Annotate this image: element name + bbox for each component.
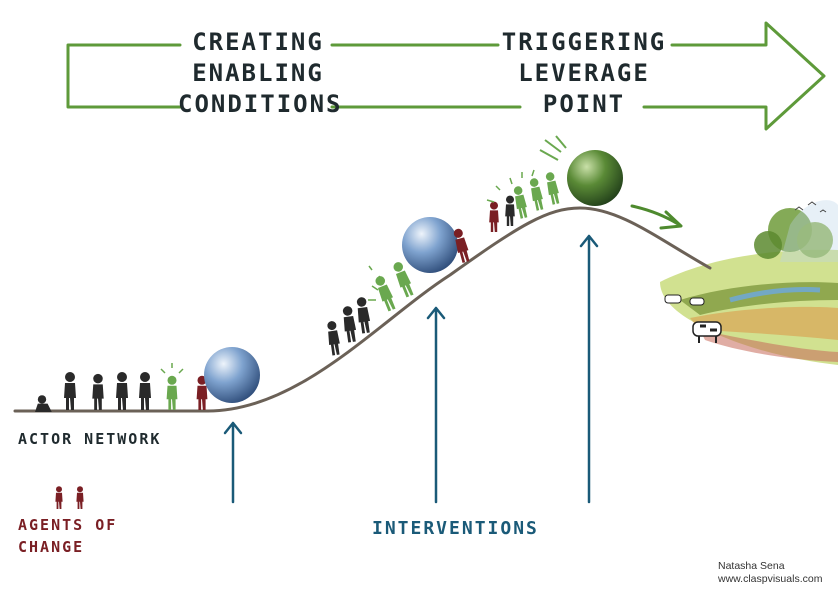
actor-network-people xyxy=(35,363,208,412)
credit-website: www.claspvisuals.com xyxy=(718,573,823,585)
credit-author: Natasha Sena xyxy=(718,560,785,572)
actor-network-label: ACTOR NETWORK xyxy=(18,430,162,448)
intervention-arrows xyxy=(223,234,599,504)
phase-right-line-2: LEVERAGE xyxy=(518,59,650,87)
ball-start xyxy=(204,347,260,403)
slope-people xyxy=(325,135,567,356)
agents-label-line-1: AGENTS OF xyxy=(18,516,118,534)
credit: Natasha Sena www.claspvisuals.com xyxy=(718,560,822,586)
phase-right-line-1: TRIGGERING xyxy=(501,28,667,56)
phase-right-line-3: POINT xyxy=(542,90,626,118)
ball-middle xyxy=(402,217,458,273)
phase-left-line-3: CONDITIONS xyxy=(178,90,343,118)
agents-of-change-icons xyxy=(55,486,84,509)
landscape-illustration xyxy=(660,200,838,365)
phase-triggering-leverage-point: TRIGGERING LEVERAGE POINT xyxy=(500,27,668,120)
hill-curve xyxy=(13,206,712,413)
phase-left-line-1: CREATING xyxy=(192,28,324,56)
ball-top xyxy=(567,150,623,206)
agents-of-change-label: AGENTS OF CHANGE xyxy=(18,514,117,558)
phase-arrow xyxy=(66,21,826,131)
interventions-label: INTERVENTIONS xyxy=(372,518,539,539)
phase-left-line-2: ENABLING xyxy=(192,59,324,87)
momentum-arrow xyxy=(630,204,683,230)
phase-creating-enabling-conditions: CREATING ENABLING CONDITIONS xyxy=(178,27,343,120)
agents-label-line-2: CHANGE xyxy=(18,538,85,556)
